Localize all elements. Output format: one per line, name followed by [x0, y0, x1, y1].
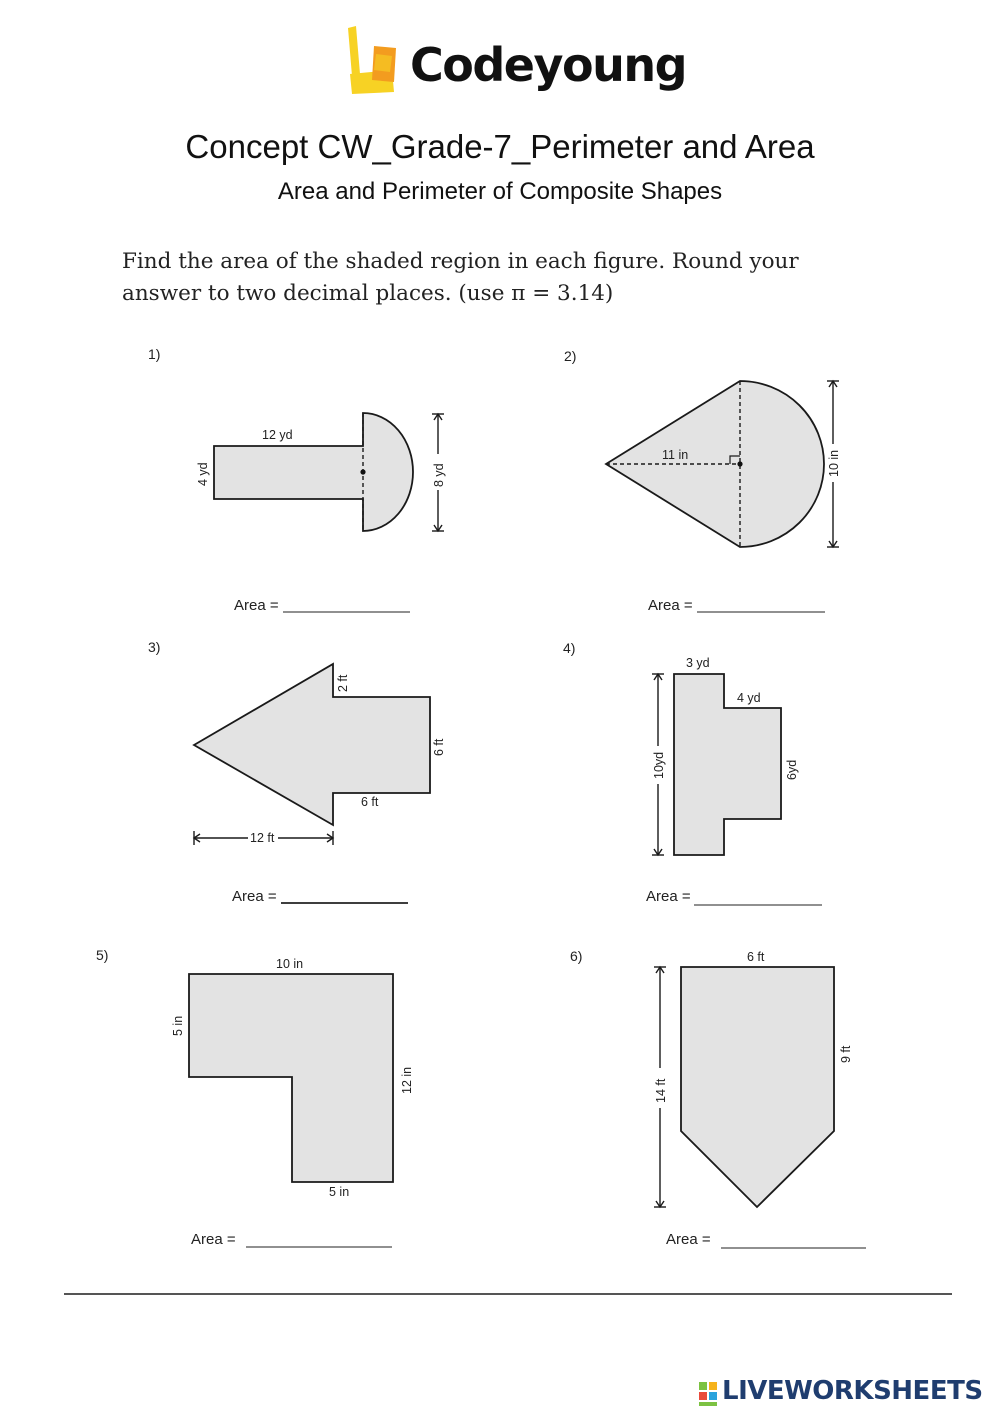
label-2ft: 2 ft	[336, 674, 350, 692]
label-12in: 12 in	[400, 1067, 414, 1094]
problem-number: 5)	[96, 947, 108, 963]
label-4yd: 4 yd	[737, 691, 761, 705]
label-6ft-side: 6 ft	[432, 738, 446, 756]
dimension-10yd	[652, 672, 664, 857]
problem-number: 6)	[570, 948, 582, 964]
liveworksheets-logo-icon	[699, 1382, 717, 1406]
dimension-8yd	[432, 412, 444, 533]
right-angle-mark	[729, 455, 740, 464]
label-12yd: 12 yd	[262, 428, 293, 442]
area-label: Area =	[648, 597, 693, 614]
label-9ft: 9 ft	[839, 1045, 853, 1063]
codeyoung-logo	[348, 26, 396, 94]
label-11in: 11 in	[662, 448, 688, 462]
problem-5: 5) 10 in 5 in 12 in 5 in Area =	[96, 947, 414, 1248]
problem-number: 4)	[563, 640, 575, 656]
center-point	[737, 461, 743, 467]
label-4yd: 4 yd	[196, 462, 210, 486]
label-10in: 10 in	[827, 450, 841, 477]
area-label: Area =	[191, 1231, 236, 1248]
dimension-10in	[827, 379, 839, 549]
problem-3: 3) 2 ft 6 ft 6 ft 12 ft Area =	[148, 639, 446, 905]
problem-2: 2) 11 in 10 in Area =	[564, 348, 841, 614]
label-6ft: 6 ft	[747, 950, 765, 964]
problem-4: 4) 3 yd 4 yd 10yd 6yd Area =	[563, 640, 822, 906]
label-14ft: 14 ft	[654, 1078, 668, 1103]
label-5in-bottom: 5 in	[329, 1185, 349, 1199]
label-6ft-bottom: 6 ft	[361, 795, 379, 809]
problem-number: 2)	[564, 348, 576, 364]
label-10in: 10 in	[276, 957, 303, 971]
problem-number: 3)	[148, 639, 160, 655]
dimension-14ft	[654, 965, 666, 1209]
label-5in-side: 5 in	[171, 1016, 185, 1036]
area-label: Area =	[666, 1231, 711, 1248]
label-8yd: 8 yd	[432, 463, 446, 487]
figure-6-shape	[680, 966, 835, 1209]
center-point	[360, 469, 366, 475]
figure-1-shape	[213, 412, 414, 532]
problem-6: 6) 6 ft 9 ft 14 ft Area =	[570, 948, 866, 1249]
figure-3-shape	[192, 662, 431, 827]
problem-1: 1) 12 yd 4 yd 8 yd Area =	[148, 346, 446, 614]
dimension-12ft	[192, 831, 335, 845]
problem-number: 1)	[148, 346, 160, 362]
label-6yd: 6yd	[785, 760, 799, 780]
figure-5-shape	[188, 973, 394, 1183]
label-3yd: 3 yd	[686, 656, 710, 670]
figure-4-shape	[673, 673, 782, 856]
instructions: Find the area of the shaded region in ea…	[122, 246, 882, 310]
area-label: Area =	[232, 888, 277, 905]
area-label: Area =	[234, 597, 279, 614]
label-10yd: 10yd	[652, 752, 666, 779]
area-label: Area =	[646, 888, 691, 905]
worksheet-subtitle: Area and Perimeter of Composite Shapes	[277, 178, 723, 205]
instructions-line-2: answer to two decimal places. (use π = 3…	[122, 281, 614, 306]
worksheet-title: Concept CW_Grade-7_Perimeter and Area	[185, 128, 815, 165]
label-12ft: 12 ft	[250, 831, 275, 845]
footer-divider	[64, 1293, 952, 1295]
instructions-line-1: Find the area of the shaded region in ea…	[122, 249, 799, 274]
brand-name: Codeyoung	[410, 38, 688, 92]
liveworksheets-brand: LIVEWORKSHEETS	[722, 1376, 983, 1406]
